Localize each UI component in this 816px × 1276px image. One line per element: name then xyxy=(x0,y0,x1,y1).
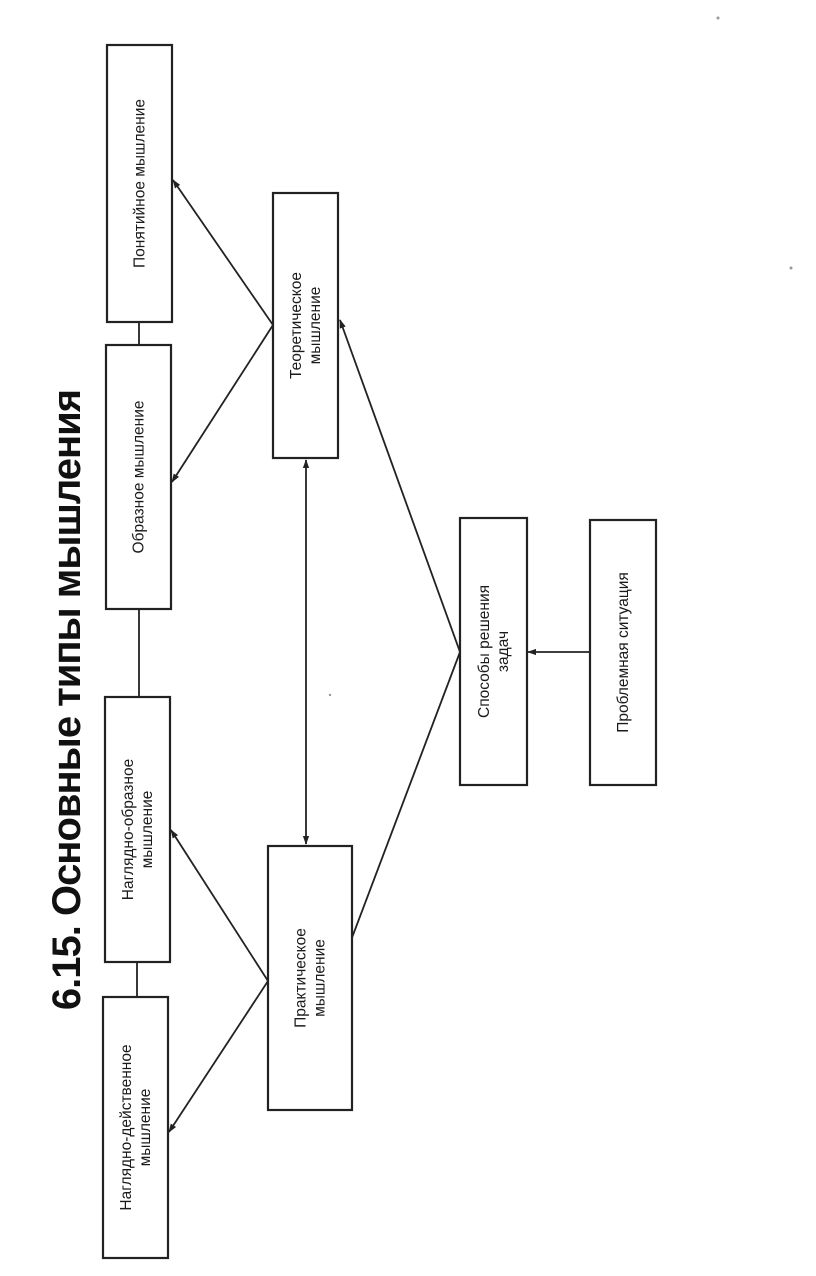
scan-speck xyxy=(328,693,332,697)
node-label: Проблемная ситуация xyxy=(615,572,632,733)
arrow-practical-to-visual-figurative xyxy=(170,829,269,982)
node-label-line: Наглядно-действенное xyxy=(118,1044,135,1210)
node-box xyxy=(105,43,174,324)
arrow-theoretical-to-conceptual xyxy=(172,179,274,326)
node-conceptual: Понятийное мышление xyxy=(105,43,174,324)
node-label-line: Теоретическое xyxy=(288,272,305,379)
node-label: Образное мышление xyxy=(131,401,148,554)
arrow-solution-methods-to-practical xyxy=(335,651,461,981)
node-label-line: Способы решения xyxy=(476,585,493,718)
edges-layer xyxy=(136,179,590,1133)
node-box xyxy=(266,844,354,1112)
arrow-solution-methods-to-theoretical xyxy=(339,319,461,653)
node-label-line: Образное мышление xyxy=(131,401,148,554)
node-problem-situation: Проблемная ситуация xyxy=(588,518,658,787)
node-box xyxy=(101,995,170,1260)
node-box xyxy=(458,516,529,787)
node-box xyxy=(271,191,340,460)
node-label-line: задач xyxy=(495,631,512,672)
node-box xyxy=(588,518,658,787)
arrow-practical-to-visual-active xyxy=(168,980,269,1133)
node-label-line: мышление xyxy=(139,791,156,869)
node-label-line: Наглядно-образное xyxy=(120,759,137,900)
node-label-line: мышление xyxy=(307,287,324,365)
arrow-theoretical-to-figurative xyxy=(171,324,274,483)
node-label-line: Понятийное мышление xyxy=(132,99,149,268)
node-figurative: Образное мышление xyxy=(104,343,173,611)
node-box xyxy=(104,343,173,611)
node-label: Понятийное мышление xyxy=(132,99,149,268)
node-box xyxy=(103,695,172,964)
scan-speck xyxy=(789,266,793,270)
scan-speck xyxy=(716,16,720,20)
node-label-line: мышление xyxy=(137,1089,154,1167)
node-label-line: Практическое xyxy=(293,928,310,1028)
node-label-line: мышление xyxy=(312,939,329,1017)
node-label-line: Проблемная ситуация xyxy=(615,572,632,733)
